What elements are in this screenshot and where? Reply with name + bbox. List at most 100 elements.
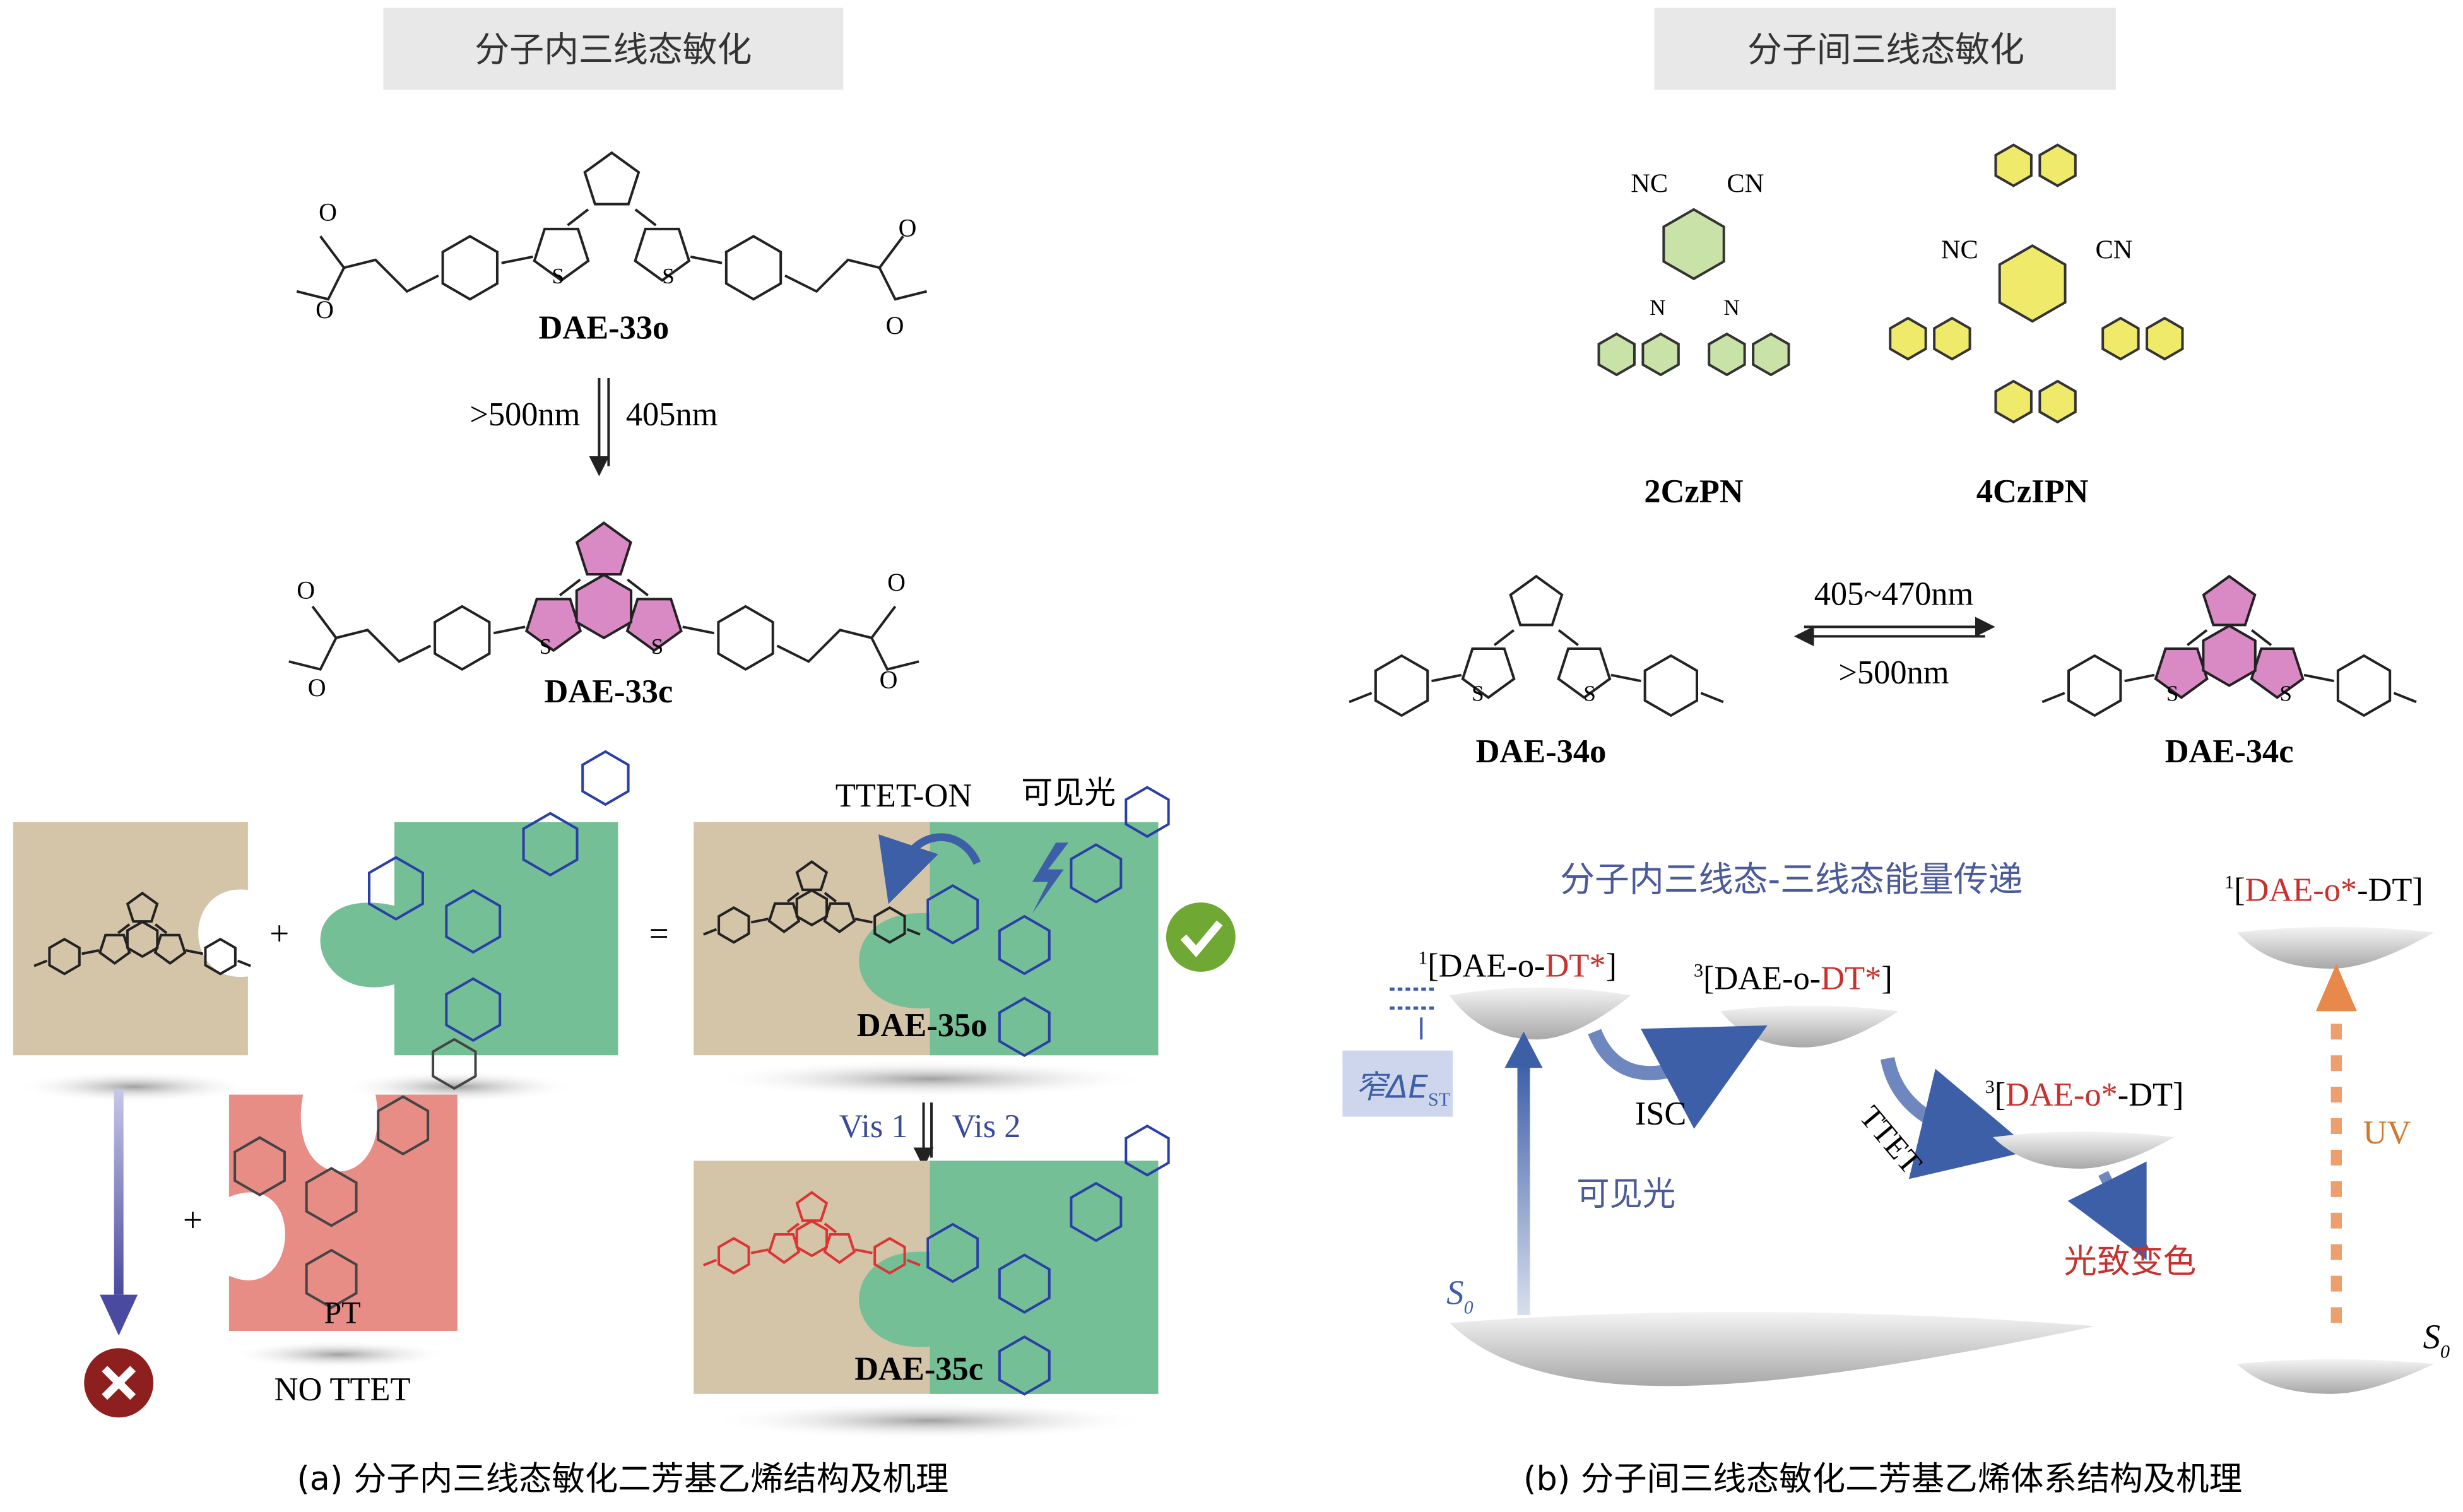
ring xyxy=(575,573,633,640)
check-mark xyxy=(1180,920,1223,958)
sensitizer-puzzle-piece xyxy=(320,822,618,1056)
panel-a-header-box xyxy=(383,8,844,90)
ring xyxy=(98,933,131,965)
lightning-icon xyxy=(1032,842,1069,914)
4czipn-structure xyxy=(1889,143,2184,424)
bond xyxy=(567,208,589,227)
atom-o-label: O xyxy=(319,198,337,226)
forward-light-label: >500nm xyxy=(470,396,580,433)
ring xyxy=(795,1219,829,1258)
panel-a-header: 分子内三线态敏化 xyxy=(475,29,752,69)
ring xyxy=(581,750,630,806)
n-label: N xyxy=(1650,295,1665,320)
no-reaction-arrowhead xyxy=(100,1294,138,1336)
ring xyxy=(2038,379,2077,424)
s1-state-label: 1[DAE-o-DT*] xyxy=(1418,947,1617,984)
ttet-on-label: TTET-ON xyxy=(836,777,972,814)
sensitizer-half xyxy=(859,1161,1159,1394)
bond xyxy=(558,578,581,597)
ring xyxy=(823,902,856,933)
dae-34c-label: DAE-34c xyxy=(2165,733,2294,770)
uv-label: UV xyxy=(2363,1114,2411,1151)
ring xyxy=(926,1222,979,1284)
check-icon xyxy=(1166,902,1236,972)
dae-33o-label: DAE-33o xyxy=(539,310,670,346)
atom-o-label: O xyxy=(886,311,904,340)
s0-energy-level xyxy=(1450,1311,2096,1386)
ring xyxy=(2038,143,2077,187)
narrow-gap-label: 窄ΔEST xyxy=(1355,1069,1450,1110)
bond xyxy=(81,949,100,955)
bond xyxy=(493,625,526,635)
bond xyxy=(634,208,657,227)
ring xyxy=(153,933,187,965)
ring xyxy=(432,1037,477,1090)
ring xyxy=(1998,244,2067,323)
ring xyxy=(445,977,502,1042)
t1-state-label: 3[DAE-o-DT*] xyxy=(1694,960,1893,996)
ring xyxy=(233,1136,286,1196)
visible-excitation-arrowhead xyxy=(1504,1031,1543,1068)
shadow xyxy=(709,1402,1150,1440)
ttet-arrow xyxy=(1880,1056,2033,1179)
bond xyxy=(1349,692,1373,704)
cn-label: CN xyxy=(2095,235,2132,264)
ring xyxy=(795,889,829,927)
uv-arrowhead xyxy=(2315,964,2357,1012)
atom-s-label: S xyxy=(2279,682,2291,706)
atom-o-label: O xyxy=(887,568,906,596)
dae-34o-label: DAE-34o xyxy=(1476,733,1607,770)
bond xyxy=(786,892,800,903)
ring xyxy=(434,605,491,671)
ring xyxy=(1597,332,1636,377)
panel-b-caption: (b) 分子间三线态敏化二芳基乙烯体系结构及机理 xyxy=(1523,1460,2242,1498)
ring xyxy=(1461,647,1516,699)
dae-34o-structure xyxy=(1349,574,1724,718)
2czpn-structure xyxy=(1597,208,1790,377)
ring xyxy=(1641,332,1680,377)
ring xyxy=(2202,574,2257,627)
bond xyxy=(1610,673,1641,683)
ring xyxy=(1125,786,1170,838)
ring xyxy=(2146,316,2184,361)
ring xyxy=(718,1237,750,1275)
shadow xyxy=(16,1071,253,1103)
pt-label: PT xyxy=(324,1295,360,1330)
backward-light-label: 405nm xyxy=(626,396,718,433)
atom-o-label: O xyxy=(297,576,315,604)
ring xyxy=(2154,647,2209,699)
ring xyxy=(368,856,424,921)
dae-35o-molecule xyxy=(703,786,1170,1058)
forward-light-label: 405~470nm xyxy=(1814,576,1974,612)
photochromism-label: 光致变色 xyxy=(2064,1243,2197,1281)
ring xyxy=(873,1237,906,1275)
ring xyxy=(767,1232,801,1265)
ring xyxy=(522,812,579,877)
t-dae-state-label: 3[DAE-o*-DT] xyxy=(1985,1077,2184,1113)
bond xyxy=(288,637,338,671)
ring xyxy=(1070,1181,1123,1243)
ring xyxy=(634,227,691,282)
atom-o-label: O xyxy=(899,213,917,242)
ring xyxy=(998,1335,1051,1396)
bond xyxy=(501,255,533,264)
vis2-label: Vis 2 xyxy=(952,1108,1020,1145)
ring xyxy=(2101,316,2140,361)
ring xyxy=(1708,332,1746,377)
vis1-label: Vis 1 xyxy=(839,1108,908,1145)
bond xyxy=(2303,673,2334,683)
ring xyxy=(823,1232,856,1265)
ring xyxy=(1509,574,1564,627)
shadow xyxy=(228,1340,450,1369)
dae-puzzle-piece xyxy=(13,822,248,1056)
plus-sign: + xyxy=(183,1201,203,1239)
panel-a-caption: (a) 分子内三线态敏化二芳基乙烯结构及机理 xyxy=(297,1460,948,1498)
ring xyxy=(1643,654,1699,718)
ring xyxy=(718,906,750,944)
panel-b-header: 分子间三线态敏化 xyxy=(1747,29,2024,69)
ring xyxy=(575,521,632,576)
ring xyxy=(998,1253,1051,1314)
dae-35c-label: DAE-35c xyxy=(854,1350,983,1387)
bond xyxy=(319,235,439,293)
bond xyxy=(2393,692,2417,704)
